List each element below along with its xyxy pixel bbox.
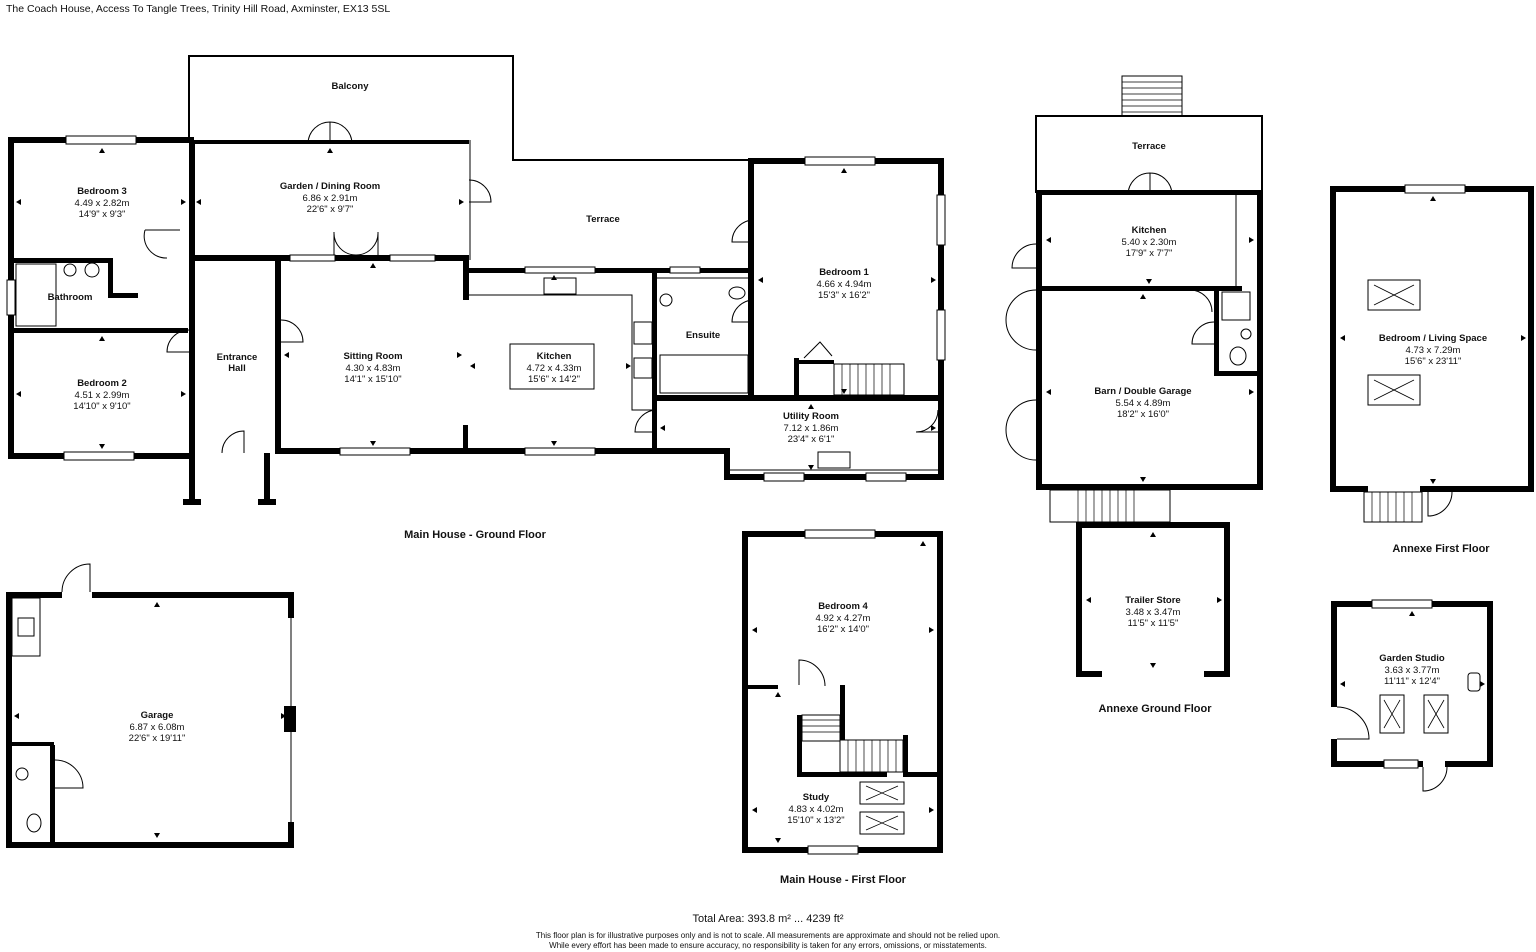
label-garage: Garage xyxy=(141,710,174,721)
dims-garage-imperial: 22'6" x 19'11" xyxy=(129,733,186,744)
dims-utility-imperial: 23'4" x 6'1" xyxy=(788,434,835,445)
main-first-floor: Bedroom 4 4.92 x 4.27m 16'2" x 14'0" Stu… xyxy=(742,529,943,886)
label-barn: Barn / Double Garage xyxy=(1094,386,1191,397)
label-kitchen-main: Kitchen xyxy=(537,351,572,362)
dims-kitchen-main-metric: 4.72 x 4.33m xyxy=(527,363,582,374)
dims-garden-dining-metric: 6.86 x 2.91m xyxy=(303,193,358,204)
dims-barn-imperial: 18'2" x 16'0" xyxy=(1117,409,1169,420)
dims-studio-metric: 3.63 x 3.77m xyxy=(1385,665,1440,676)
disclaimer-line-2: While every effort has been made to ensu… xyxy=(549,941,987,950)
dims-study-imperial: 15'10" x 13'2" xyxy=(787,815,844,826)
label-study: Study xyxy=(803,792,830,803)
label-bedroom3: Bedroom 3 xyxy=(77,186,127,197)
label-trailer-store: Trailer Store xyxy=(1125,595,1180,606)
label-bedroom-living: Bedroom / Living Space xyxy=(1379,333,1487,344)
label-entrance: Entrance xyxy=(217,352,258,363)
label-bedroom2: Bedroom 2 xyxy=(77,378,127,389)
label-kitchen-annexe: Kitchen xyxy=(1132,225,1167,236)
dims-bedroom1-metric: 4.66 x 4.94m xyxy=(817,279,872,290)
annexe-first-floor: Bedroom / Living Space 4.73 x 7.29m 15'6… xyxy=(1330,184,1534,555)
main-ground-floor: Balcony Bedroom 3 4.49 x 2.82m 14'9" x 9… xyxy=(6,55,946,541)
dims-bedroom-living-imperial: 15'6" x 23'11" xyxy=(1405,356,1462,367)
dims-utility-metric: 7.12 x 1.86m xyxy=(784,423,839,434)
dims-trailer-metric: 3.48 x 3.47m xyxy=(1126,607,1181,618)
dims-bedroom3-metric: 4.49 x 2.82m xyxy=(75,198,130,209)
dims-studio-imperial: 11'11" x 12'4" xyxy=(1384,676,1440,687)
dims-kitchen-annexe-imperial: 17'9" x 7'7" xyxy=(1126,248,1173,259)
label-terrace-main: Terrace xyxy=(586,214,620,225)
disclaimer-line-1: This floor plan is for illustrative purp… xyxy=(535,931,1001,940)
property-address: The Coach House, Access To Tangle Trees,… xyxy=(6,3,391,15)
section-main-ground: Main House - Ground Floor xyxy=(404,529,546,541)
label-hall: Hall xyxy=(228,363,245,374)
label-garden-studio: Garden Studio xyxy=(1379,653,1445,664)
label-balcony: Balcony xyxy=(332,81,370,92)
label-bathroom: Bathroom xyxy=(48,292,93,303)
dims-sitting-imperial: 14'1" x 15'10" xyxy=(344,374,401,385)
section-annexe-first: Annexe First Floor xyxy=(1392,543,1490,555)
dims-kitchen-main-imperial: 15'6" x 14'2" xyxy=(528,374,580,385)
annexe-ground-floor: Terrace Kitchen 5.40 x 2.30m 17'9" x 7'7… xyxy=(1005,75,1263,715)
garage-plan: Garage 6.87 x 6.08m 22'6" x 19'11" xyxy=(6,563,296,848)
dims-garage-metric: 6.87 x 6.08m xyxy=(130,722,185,733)
dims-bedroom4-metric: 4.92 x 4.27m xyxy=(816,613,871,624)
dims-study-metric: 4.83 x 4.02m xyxy=(789,804,844,815)
dims-bedroom3-imperial: 14'9" x 9'3" xyxy=(79,209,126,220)
section-main-first: Main House - First Floor xyxy=(780,874,907,886)
section-annexe-ground: Annexe Ground Floor xyxy=(1098,703,1212,715)
label-ensuite: Ensuite xyxy=(686,330,720,341)
label-terrace-annexe: Terrace xyxy=(1132,141,1166,152)
dims-kitchen-annexe-metric: 5.40 x 2.30m xyxy=(1122,237,1177,248)
dimension-arrows xyxy=(14,148,1526,843)
label-bedroom4: Bedroom 4 xyxy=(818,601,868,612)
dims-trailer-imperial: 11'5" x 11'5" xyxy=(1128,618,1179,629)
dims-bedroom2-metric: 4.51 x 2.99m xyxy=(75,390,130,401)
label-garden-dining: Garden / Dining Room xyxy=(280,181,380,192)
dims-bedroom-living-metric: 4.73 x 7.29m xyxy=(1406,345,1461,356)
dims-bedroom1-imperial: 15'3" x 16'2" xyxy=(818,290,870,301)
dims-bedroom2-imperial: 14'10" x 9'10" xyxy=(73,401,130,412)
dims-bedroom4-imperial: 16'2" x 14'0" xyxy=(817,624,869,635)
garden-studio-plan: Garden Studio 3.63 x 3.77m 11'11" x 12'4… xyxy=(1331,599,1493,792)
dims-barn-metric: 5.54 x 4.89m xyxy=(1116,398,1171,409)
total-area: Total Area: 393.8 m² ... 4239 ft² xyxy=(692,913,844,925)
label-bedroom1: Bedroom 1 xyxy=(819,267,869,278)
label-sitting-room: Sitting Room xyxy=(343,351,402,362)
label-utility: Utility Room xyxy=(783,411,839,422)
dims-sitting-metric: 4.30 x 4.83m xyxy=(346,363,401,374)
dims-garden-dining-imperial: 22'6" x 9'7" xyxy=(307,204,354,215)
